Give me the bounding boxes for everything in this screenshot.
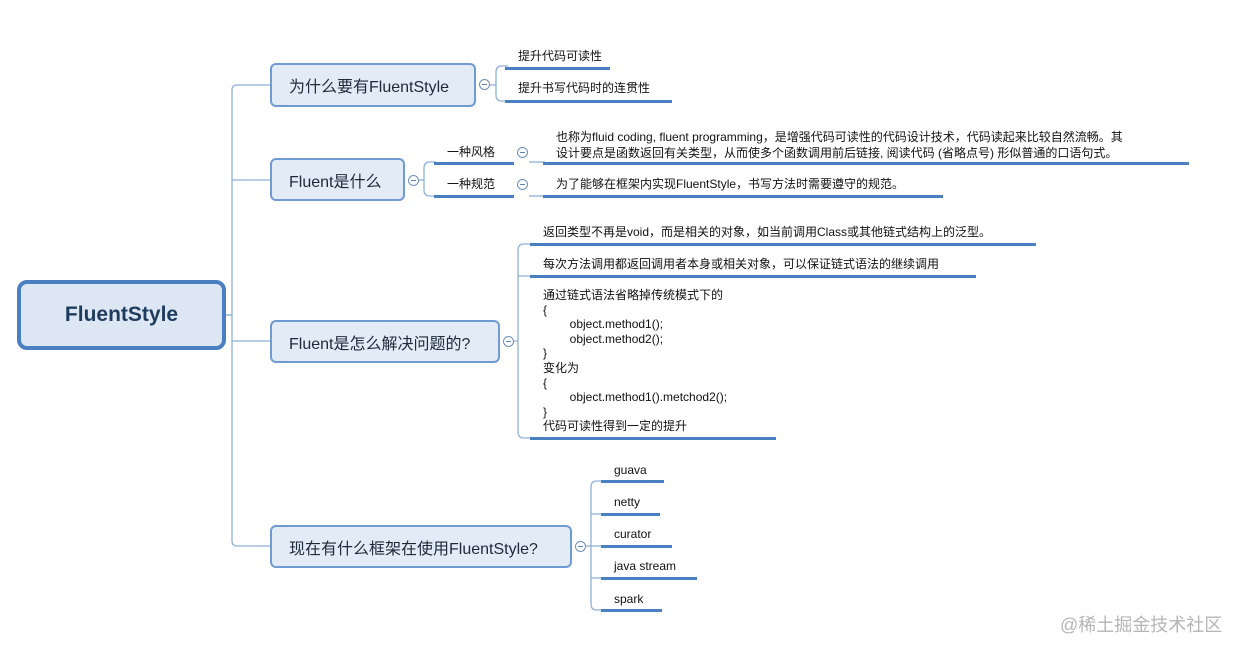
- leaf-underline: [601, 577, 697, 580]
- collapse-icon[interactable]: [479, 79, 490, 90]
- leaf-code-example: 通过链式语法省略掉传统模式下的 { object.method1(); obje…: [543, 288, 728, 434]
- leaf-readability: 提升代码可读性: [518, 49, 603, 63]
- sub-branch-style[interactable]: 一种风格: [447, 145, 496, 159]
- branch-why-fluentstyle[interactable]: 为什么要有FluentStyle: [270, 63, 476, 107]
- leaf-underline: [505, 67, 610, 70]
- collapse-icon[interactable]: [517, 147, 528, 158]
- branch-how-fluent-solves[interactable]: Fluent是怎么解决问题的?: [270, 320, 500, 363]
- sub-branch-spec[interactable]: 一种规范: [447, 177, 496, 191]
- connector-branch-4-leaves: [586, 480, 603, 611]
- collapse-icon[interactable]: [575, 541, 586, 552]
- leaf-underline: [530, 275, 976, 278]
- leaf-underline: [530, 243, 1036, 246]
- leaf-underline: [505, 100, 672, 103]
- connector-branch-1-leaves: [490, 65, 508, 102]
- branch-frameworks-using[interactable]: 现在有什么框架在使用FluentStyle?: [270, 525, 572, 568]
- leaf-style-description: 也称为fluid coding, fluent programming，是增强代…: [556, 130, 1123, 160]
- leaf-underline: [601, 545, 672, 548]
- root-node[interactable]: FluentStyle: [17, 280, 226, 350]
- leaf-underline: [601, 513, 660, 516]
- connector-root-branch-3: [226, 314, 270, 342]
- collapse-icon[interactable]: [517, 179, 528, 190]
- watermark: @稀土掘金技术社区: [1060, 615, 1223, 635]
- leaf-curator: curator: [614, 527, 652, 541]
- branch-what-is-fluent[interactable]: Fluent是什么: [270, 158, 405, 201]
- leaf-return-caller: 每次方法调用都返回调用者本身或相关对象，可以保证链式语法的继续调用: [543, 257, 940, 271]
- leaf-netty: netty: [614, 495, 641, 509]
- leaf-coherence: 提升书写代码时的连贯性: [518, 81, 651, 95]
- leaf-underline: [543, 195, 943, 198]
- leaf-underline: [530, 437, 776, 440]
- leaf-underline: [434, 195, 514, 198]
- leaf-spark: spark: [614, 592, 644, 606]
- connector-branch-2-sub: [418, 161, 436, 197]
- connector-branch-3-leaves: [514, 243, 530, 439]
- leaf-spec-description: 为了能够在框架内实现FluentStyle，书写方法时需要遵守的规范。: [556, 177, 905, 191]
- collapse-icon[interactable]: [503, 336, 514, 347]
- leaf-return-type: 返回类型不再是void，而是相关的对象，如当前调用Class或其他链式结构上的泛…: [543, 225, 992, 239]
- leaf-underline: [601, 609, 662, 612]
- leaf-underline: [434, 162, 514, 165]
- collapse-icon[interactable]: [408, 175, 419, 186]
- leaf-underline: [601, 480, 664, 483]
- connector-root-branch-4: [231, 341, 270, 547]
- leaf-java-stream: java stream: [614, 559, 677, 573]
- leaf-guava: guava: [614, 463, 647, 477]
- connector-root-branch-1: [226, 84, 270, 316]
- leaf-underline: [543, 162, 1189, 165]
